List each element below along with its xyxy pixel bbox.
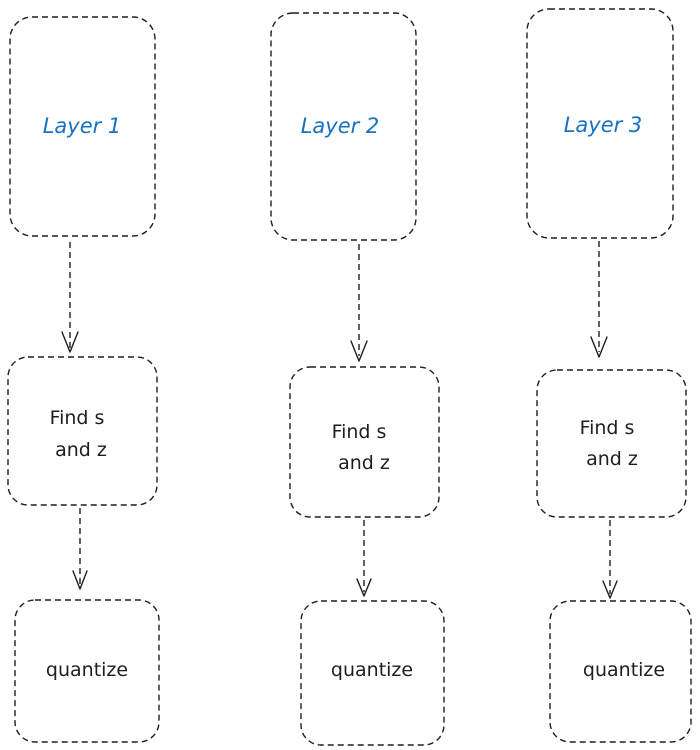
layer-2-box [270, 12, 417, 241]
quantize-2-box [300, 600, 445, 746]
find-1-box [7, 356, 158, 506]
quantize-3-box [549, 600, 692, 743]
find-2-line-1: Find s [332, 421, 387, 443]
arrowhead-layer-2-to-find-2 [350, 340, 368, 362]
find-1-line-1: Find s [50, 407, 105, 429]
column-2: Layer 2 Find s and z quantize [270, 12, 445, 746]
find-1-line-2: and z [55, 439, 107, 461]
arrowhead-find-2-to-quantize-2 [356, 578, 372, 597]
layer-1-box [9, 16, 156, 237]
find-3-box [536, 369, 687, 518]
arrowhead-layer-1-to-find-1 [61, 331, 79, 353]
arrowhead-find-1-to-quantize-1 [72, 570, 88, 590]
find-3-line-1: Find s [580, 417, 635, 439]
arrowhead-layer-3-to-find-3 [590, 336, 608, 358]
quantize-1-label: quantize [46, 659, 128, 681]
find-2-line-2: and z [338, 452, 390, 474]
layer-3-box [526, 8, 674, 239]
find-2-box [289, 366, 440, 518]
column-1: Layer 1 Find s and z quantize [7, 16, 160, 743]
layer-1-label: Layer 1 [43, 114, 122, 138]
quantize-1-box [14, 599, 160, 743]
column-3: Layer 3 Find s and z quantize [526, 8, 692, 743]
layer-2-label: Layer 2 [301, 114, 380, 138]
quantize-2-label: quantize [331, 659, 413, 681]
arrowhead-find-3-to-quantize-3 [602, 580, 618, 599]
find-3-line-2: and z [586, 448, 638, 470]
quantize-3-label: quantize [583, 659, 665, 681]
layer-3-label: Layer 3 [564, 113, 643, 137]
